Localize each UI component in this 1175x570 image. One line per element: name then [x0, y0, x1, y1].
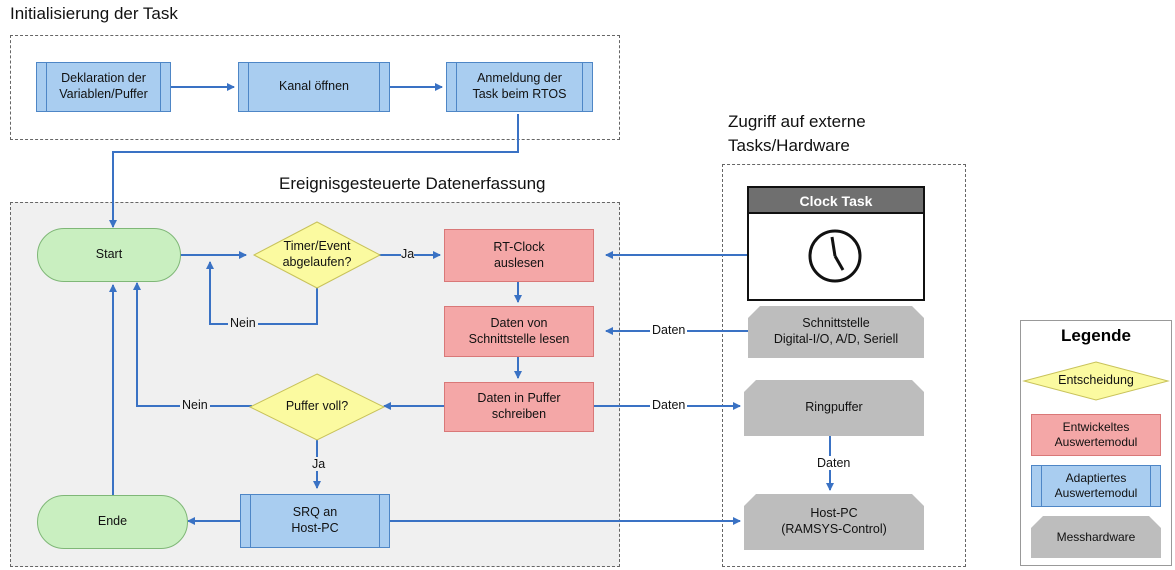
label-ja-buffer: Ja [310, 457, 328, 471]
buffer-line1: Puffer voll? [285, 399, 349, 414]
read-line1: Daten von [490, 315, 548, 330]
legend-hardware-line1: Messhardware [1056, 529, 1136, 544]
legend-adapted-line2: Auswertemodul [1054, 486, 1138, 500]
arrow-timer-nein-loop [206, 261, 318, 325]
legend-adapted-line1: Adaptiertes [1065, 471, 1127, 485]
ringbuffer-line1: Ringpuffer [805, 400, 863, 415]
interface-line1: Schnittstelle [802, 316, 870, 331]
decl-line1: Deklaration der [61, 71, 146, 86]
init-group [10, 35, 620, 140]
start-terminal: Start [37, 228, 181, 282]
hostpc-line2: (RAMSYS-Control) [781, 522, 887, 536]
end-terminal: Ende [37, 495, 188, 549]
srq-line2: Host-PC [291, 521, 339, 535]
legend-decision-label: Entscheidung [1024, 372, 1168, 390]
legend-developed-line1: Entwickeltes [1062, 420, 1130, 434]
legend-decision-text: Entscheidung [1058, 373, 1134, 388]
rtclock-line1: RT-Clock [493, 239, 545, 254]
register-line1: Anmeldung der [477, 71, 562, 86]
channel-box: Kanal öffnen [238, 62, 390, 112]
init-section-title: Initialisierung der Task [10, 4, 178, 23]
end-label: Ende [97, 514, 128, 529]
external-section-title-line2: Tasks/Hardware [728, 136, 850, 155]
legend-group [1020, 320, 1172, 566]
timer-decision-diamond [252, 221, 382, 289]
write-line2: schreiben [491, 407, 547, 421]
channel-line1: Kanal öffnen [279, 79, 349, 94]
read-line2: Schnittstelle lesen [468, 331, 570, 346]
label-daten-interface: Daten [650, 323, 688, 337]
external-section-title-line1: Zugriff auf externe [728, 112, 866, 131]
ringbuffer-box: Ringpuffer [744, 380, 924, 436]
event-section-title: Ereignisgesteuerte Datenerfassung [279, 174, 546, 193]
buffer-decision-diamond [248, 373, 386, 441]
clock-task-header [749, 188, 923, 213]
rtclock-line2: auslesen [493, 255, 545, 270]
interface-line2: Digital-I/O, A/D, Seriell [773, 332, 899, 346]
register-line2: Task beim RTOS [472, 87, 567, 101]
external-group [722, 164, 966, 567]
buffer-decision-text: Puffer voll? [250, 397, 384, 417]
clock-icon [808, 229, 862, 283]
clock-task-label: Clock Task [799, 192, 873, 209]
arrow-buffer-nein-to-start [133, 282, 252, 407]
legend-developed-line2: Auswertemodul [1054, 435, 1138, 449]
label-daten-ringbuffer: Daten [650, 398, 688, 412]
hostpc-box: Host-PC(RAMSYS-Control) [744, 494, 924, 550]
decl-line2: Variablen/Puffer [59, 87, 148, 101]
hostpc-line1: Host-PC [810, 506, 858, 521]
label-nein-buffer: Nein [180, 398, 210, 412]
srq-line1: SRQ an [292, 505, 338, 520]
write-line1: Daten in Puffer [477, 391, 561, 406]
arrow-register-to-start [109, 114, 519, 228]
legend-hardware-box: Messhardware [1031, 516, 1161, 558]
legend-title: Legende [1061, 326, 1131, 345]
label-daten-host: Daten [815, 456, 853, 470]
timer-line2: abgelaufen? [282, 255, 352, 269]
legend-decision-diamond [1022, 361, 1170, 401]
label-nein-timer: Nein [228, 316, 258, 330]
label-ja-timer: Ja [401, 247, 415, 261]
timer-line1: Timer/Event [283, 239, 351, 254]
start-label: Start [95, 247, 123, 262]
